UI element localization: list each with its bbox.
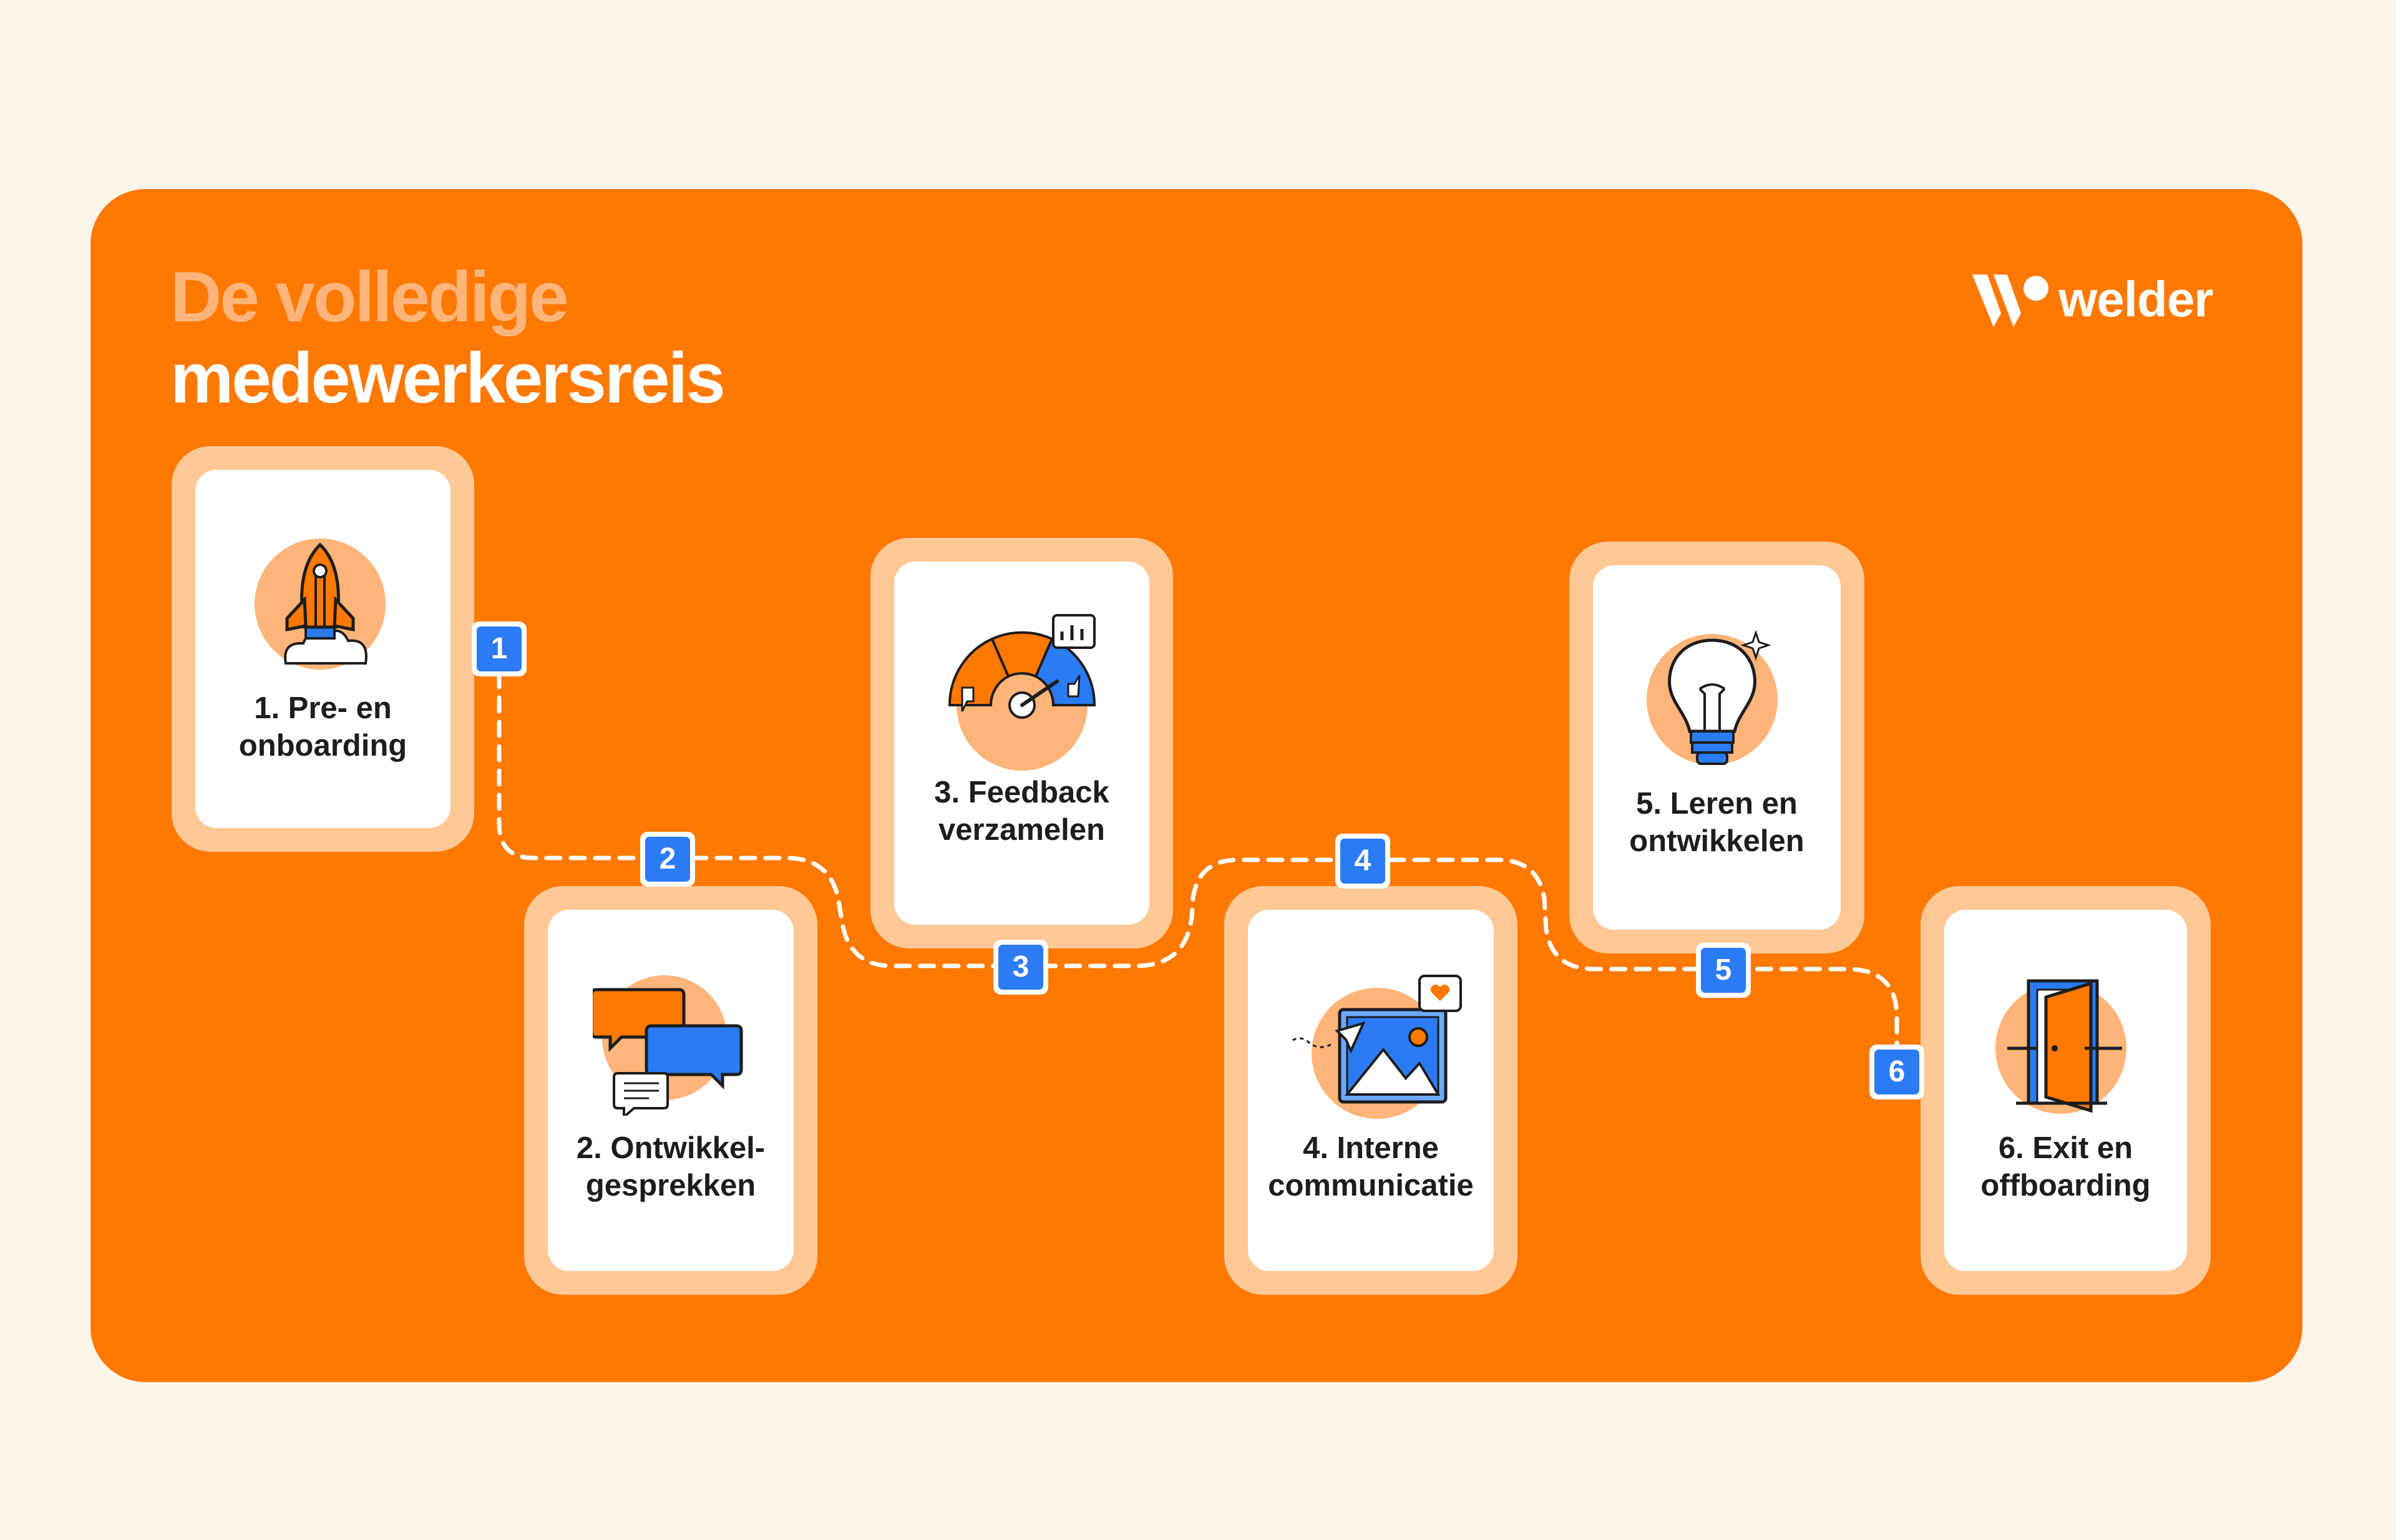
step-card-6-body: 6. Exit en offboarding <box>1944 910 2187 1271</box>
title-line-1: De volledige <box>170 258 569 337</box>
welder-logo: welder <box>1969 268 2213 331</box>
title-line-2: medewerkersreis <box>170 339 726 418</box>
step-label-5: 5. Leren en ontwikkelen <box>1629 787 1804 858</box>
step-badge-6: 6 <box>1869 1045 1924 1099</box>
step-badge-1: 1 <box>472 621 527 676</box>
brand-name: welder <box>2058 271 2213 327</box>
step-card-2-body: 2. Ontwikkel- gesprekken <box>548 910 794 1271</box>
rocket-icon <box>254 539 386 670</box>
step-card-1: 1. Pre- en onboarding <box>172 446 474 852</box>
step-label-1: 1. Pre- en onboarding <box>238 691 407 763</box>
feedback-gauge-icon <box>948 614 1096 771</box>
step-badge-4: 4 <box>1335 834 1390 889</box>
open-door-icon <box>1995 979 2126 1114</box>
step-card-3: 3. Feedback verzamelen <box>870 538 1173 948</box>
step-card-4-body: 4. Interne communicatie <box>1248 910 1494 1271</box>
step-badge-3: 3 <box>993 940 1048 995</box>
step-card-6: 6. Exit en offboarding <box>1921 886 2211 1295</box>
step-badge-5: 5 <box>1696 943 1751 998</box>
step-label-4: 4. Interne communicatie <box>1268 1131 1474 1202</box>
step-card-5: 5. Leren en ontwikkelen <box>1569 542 1864 953</box>
chat-bubbles-icon <box>593 975 743 1116</box>
step-label-2: 2. Ontwikkel- gesprekken <box>576 1131 766 1202</box>
step-label-6: 6. Exit en offboarding <box>1980 1131 2151 1202</box>
welder-logo-mark-icon <box>1972 275 2048 327</box>
step-label-3: 3. Feedback verzamelen <box>934 776 1109 847</box>
step-card-5-body: 5. Leren en ontwikkelen <box>1593 565 1841 930</box>
step-badge-2: 2 <box>640 832 695 887</box>
step-card-1-body: 1. Pre- en onboarding <box>195 470 450 828</box>
image-message-icon <box>1289 975 1462 1119</box>
lightbulb-icon <box>1646 630 1778 765</box>
step-card-2: 2. Ontwikkel- gesprekken <box>524 886 817 1295</box>
step-card-3-body: 3. Feedback verzamelen <box>894 562 1149 925</box>
step-card-4: 4. Interne communicatie <box>1224 886 1517 1295</box>
